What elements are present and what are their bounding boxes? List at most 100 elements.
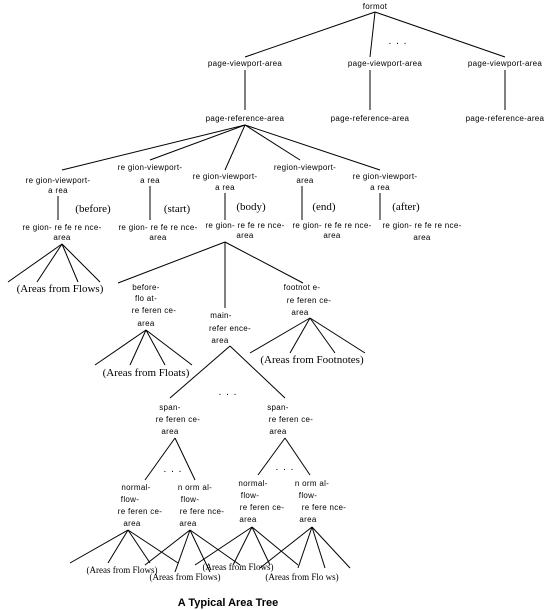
svg-text:span-: span- <box>159 403 181 412</box>
areas-from-flows-1: (Areas from Flows) <box>87 565 158 575</box>
edge <box>149 124 246 161</box>
svg-text:area: area <box>239 515 256 524</box>
svg-text:re fere nce-: re fere nce- <box>180 507 225 516</box>
svg-text:flow-: flow- <box>299 491 317 500</box>
region-reference-area-start: re gion- re fe re nce- area <box>118 223 197 242</box>
areas-from-flows-3: (Areas from Flows) <box>203 562 274 572</box>
edge <box>61 124 246 171</box>
svg-text:re feren ce-: re feren ce- <box>269 415 314 424</box>
edge <box>7 243 63 283</box>
region-name-start: (start) <box>164 203 191 215</box>
svg-text:area: area <box>291 308 308 317</box>
region-viewport-area-end: region-viewport- area <box>274 163 336 185</box>
region-name-after: (after) <box>392 201 420 213</box>
svg-text:main-: main- <box>210 311 232 320</box>
svg-text:area: area <box>296 176 313 185</box>
edge <box>69 529 129 564</box>
svg-text:area: area <box>236 231 253 240</box>
svg-text:re gion- re fe re nce-: re gion- re fe re nce- <box>118 223 197 232</box>
svg-text:refer ence-: refer ence- <box>209 324 251 333</box>
edge <box>94 329 147 366</box>
svg-text:area: area <box>269 427 286 436</box>
svg-text:region-viewport-: region-viewport- <box>274 163 336 172</box>
region-reference-area-end: re gion- re fe re nce- area <box>292 221 371 240</box>
svg-text:a rea: a rea <box>48 186 68 195</box>
svg-text:re feren ce-: re feren ce- <box>156 415 201 424</box>
ellipsis-main: . . . <box>219 387 238 398</box>
edge <box>127 529 179 564</box>
edge <box>145 329 193 366</box>
svg-text:area: area <box>123 519 140 528</box>
areas-from-footnotes: (Areas from Footnotes) <box>260 354 364 366</box>
region-reference-area-after: re gion- re fe re nce- area <box>382 221 461 242</box>
areas-from-floats: (Areas from Floats) <box>103 367 190 379</box>
svg-text:area: area <box>179 519 196 528</box>
svg-text:re feren ce-: re feren ce- <box>287 296 332 305</box>
edge <box>107 529 129 564</box>
svg-text:a rea: a rea <box>370 183 390 192</box>
svg-text:footnot e-: footnot e- <box>284 283 321 292</box>
edge <box>127 529 151 564</box>
main-reference-area: main- refer ence- area <box>209 311 251 345</box>
edge <box>251 526 271 566</box>
region-viewport-area-after: re gion-viewport- a rea <box>353 172 418 192</box>
edge <box>229 345 286 399</box>
svg-text:flow-: flow- <box>241 491 259 500</box>
svg-text:re gion-viewport-: re gion-viewport- <box>26 176 91 185</box>
edge <box>311 526 326 569</box>
normal-flow-reference-area-1: normal- flow- re feren ce- area <box>118 483 163 528</box>
svg-text:n orm al-: n orm al- <box>295 479 329 488</box>
svg-text:flow-: flow- <box>121 495 139 504</box>
edge <box>144 437 176 481</box>
svg-text:before-: before- <box>132 283 159 292</box>
edge <box>289 317 311 354</box>
edge <box>284 437 311 476</box>
region-viewport-area-before: re gion-viewport- a rea <box>26 176 91 195</box>
svg-text:a rea: a rea <box>140 176 160 185</box>
svg-text:normal-: normal- <box>238 479 267 488</box>
page-viewport-area-2: page-viewport-area <box>348 59 423 68</box>
edge <box>232 526 253 566</box>
edge <box>309 317 336 354</box>
svg-text:area: area <box>161 427 178 436</box>
edge <box>61 243 79 283</box>
edge <box>374 11 506 58</box>
areas-from-flows-2: (Areas from Flows) <box>150 572 221 582</box>
page-viewport-area-1: page-viewport-area <box>208 59 283 68</box>
svg-text:area: area <box>299 515 316 524</box>
svg-text:re fere nce-: re fere nce- <box>302 503 347 512</box>
svg-text:area: area <box>413 233 430 242</box>
edge <box>189 529 241 566</box>
edge <box>244 124 301 161</box>
svg-text:re gion-viewport-: re gion-viewport- <box>353 172 418 181</box>
edge <box>174 529 191 573</box>
edge <box>189 529 211 573</box>
ellipsis-span-2: . . . <box>276 462 295 473</box>
root-node-label: formot <box>363 2 388 11</box>
svg-text:flow-: flow- <box>181 495 199 504</box>
normal-flow-reference-area-4: n orm al- flow- re fere nce- area <box>295 479 346 524</box>
edge <box>257 437 286 476</box>
svg-text:n orm al-: n orm al- <box>178 483 212 492</box>
page-reference-area-3: page-reference-area <box>466 114 545 123</box>
edge <box>169 345 231 399</box>
edge <box>244 11 376 58</box>
edge <box>129 329 147 366</box>
svg-text:re gion- re fe re nce-: re gion- re fe re nce- <box>382 221 461 230</box>
region-viewport-area-body: re gion-viewport- a rea <box>193 172 258 192</box>
page-reference-area-2: page-reference-area <box>331 114 410 123</box>
edge <box>251 526 299 566</box>
svg-text:re feren ce-: re feren ce- <box>240 503 285 512</box>
svg-text:flo at-: flo at- <box>135 294 157 303</box>
region-name-end: (end) <box>312 201 336 213</box>
region-name-body: (body) <box>236 201 266 213</box>
svg-text:re feren ce-: re feren ce- <box>118 507 163 516</box>
svg-text:re gion-viewport-: re gion-viewport- <box>193 172 258 181</box>
span-reference-area-2: span- re feren ce- area <box>267 403 313 436</box>
normal-flow-reference-area-3: normal- flow- re feren ce- area <box>238 479 284 524</box>
page-reference-area-1: page-reference-area <box>206 114 285 123</box>
svg-text:area: area <box>149 233 166 242</box>
edge <box>194 526 253 566</box>
